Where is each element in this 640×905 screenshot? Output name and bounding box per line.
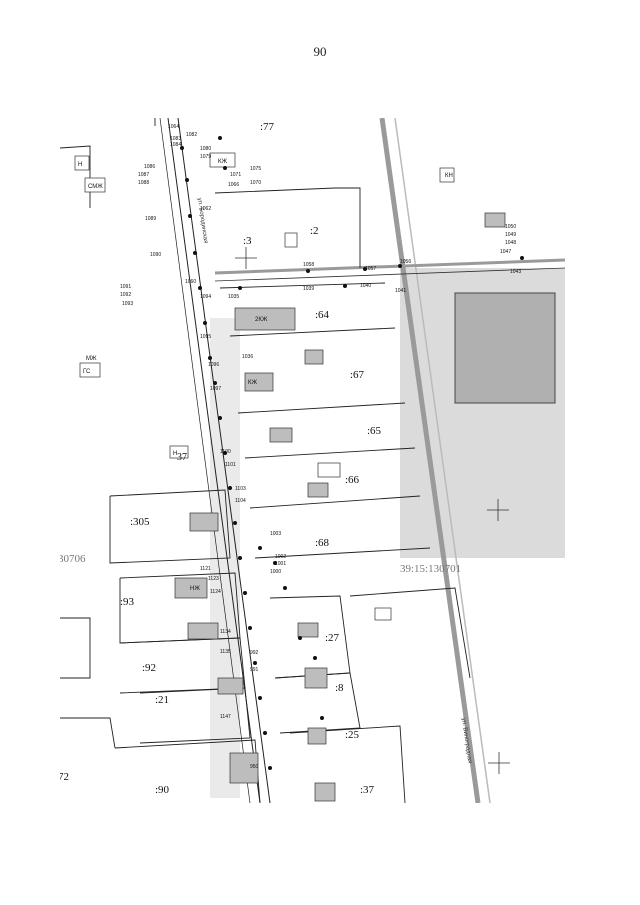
svg-text:1001: 1001 (275, 561, 286, 567)
parcel-92: :92 (142, 662, 156, 674)
svg-text:1092: 1092 (120, 292, 131, 298)
svg-text:1104: 1104 (235, 498, 246, 504)
parcel-3: :3 (243, 235, 252, 247)
svg-text:1050: 1050 (505, 224, 516, 230)
svg-text:1123: 1123 (208, 576, 219, 582)
survey-points (180, 136, 524, 770)
grid-crosses (235, 247, 510, 774)
building-code-1: КЖ (218, 159, 227, 165)
grey-building-large (454, 292, 556, 404)
svg-text:950: 950 (250, 764, 259, 770)
parcel-65: :65 (367, 425, 382, 437)
svg-text:1121: 1121 (200, 566, 211, 572)
svg-text:1088: 1088 (138, 180, 149, 186)
svg-text:1041: 1041 (395, 288, 406, 294)
svg-text:1047: 1047 (500, 249, 511, 255)
svg-text:1103: 1103 (235, 486, 246, 492)
building-code-4: 2КЖ (255, 317, 268, 323)
svg-text:991: 991 (250, 667, 259, 673)
parcel-37: :37 (360, 784, 375, 796)
cadastral-left: 30706 (60, 553, 86, 565)
svg-text:1097: 1097 (210, 386, 221, 392)
svg-text:1071: 1071 (230, 172, 241, 178)
svg-text:1135: 1135 (220, 649, 231, 655)
svg-text:1002: 1002 (275, 554, 286, 560)
parcel-21: :21 (155, 694, 169, 706)
building-code-7: МЖ (86, 356, 97, 362)
svg-text:1089: 1089 (145, 216, 156, 222)
parcel-67: :67 (350, 369, 365, 381)
svg-text:1048: 1048 (505, 240, 516, 246)
svg-text:1043: 1043 (510, 269, 521, 275)
road-vinogradnaya (379, 118, 481, 803)
parcel-2: :2 (310, 225, 319, 237)
svg-text:1100: 1100 (220, 449, 231, 455)
svg-text:1080: 1080 (200, 146, 211, 152)
svg-text:1040: 1040 (360, 283, 371, 289)
road-side (394, 118, 491, 803)
svg-text:1095: 1095 (200, 334, 211, 340)
svg-text:1000: 1000 (270, 569, 281, 575)
parcel-27: :27 (325, 632, 340, 644)
parcel-8: :8 (335, 682, 344, 694)
page-number: 90 (313, 44, 327, 59)
parcel-90: :90 (155, 784, 170, 796)
svg-text:1134: 1134 (220, 629, 231, 635)
svg-text:1035: 1035 (228, 294, 239, 300)
svg-text:1036: 1036 (242, 354, 253, 360)
svg-text:1084: 1084 (170, 142, 181, 148)
parcel-66: :66 (345, 474, 360, 486)
parcel-72: 72 (60, 771, 69, 783)
building-code-3: Н (78, 162, 82, 168)
building-code-5: Н (173, 451, 177, 457)
parcel-37-plain: 37 (177, 452, 187, 463)
svg-text:1058: 1058 (303, 262, 314, 268)
svg-text:1101: 1101 (225, 462, 236, 468)
svg-text:992: 992 (250, 650, 259, 656)
cadastral-map: :77 :3 :2 :64 :67 :65 :66 :68 :305 :93 :… (60, 118, 565, 803)
parcel-305: :305 (130, 516, 150, 528)
svg-text:1039: 1039 (303, 286, 314, 292)
svg-text:1049: 1049 (505, 232, 516, 238)
building-code-6: КЖ (248, 380, 257, 386)
svg-text:1147: 1147 (220, 714, 231, 720)
svg-text:1066: 1066 (228, 182, 239, 188)
svg-text:1090: 1090 (150, 252, 161, 258)
svg-text:1096: 1096 (208, 362, 219, 368)
svg-text:1060: 1060 (185, 279, 196, 285)
svg-text:1086: 1086 (144, 164, 155, 170)
street-name-left: ул. Бородинская (196, 197, 208, 243)
svg-text:1057: 1057 (365, 266, 376, 272)
road-horizontal-edge (214, 267, 565, 282)
svg-text:1075: 1075 (250, 166, 261, 172)
svg-text:1079: 1079 (200, 154, 211, 160)
road-horizontal (214, 258, 565, 275)
parcel-25: :25 (345, 729, 360, 741)
svg-text:1082: 1082 (186, 132, 197, 138)
svg-text:1094: 1094 (200, 294, 211, 300)
building-code-2: СМЖ (88, 184, 103, 190)
svg-text:1087: 1087 (138, 172, 149, 178)
point-labels: 1082 1083 1084 1080 1079 1086 1087 1088 … (120, 124, 521, 770)
svg-text:1093: 1093 (122, 301, 133, 307)
svg-text:1064: 1064 (168, 124, 179, 130)
svg-text:1083: 1083 (170, 136, 181, 142)
svg-text:1070: 1070 (250, 180, 261, 186)
building-code-8: ГС (83, 369, 91, 375)
cadastral-right: 39:15:130701 (400, 563, 461, 575)
building-code-9: КН (445, 173, 453, 179)
street-line-2 (177, 118, 271, 803)
buildings (74, 152, 506, 802)
svg-text:1124: 1124 (210, 589, 221, 595)
svg-text:1056: 1056 (400, 259, 411, 265)
building-code-10: НЖ (190, 586, 200, 592)
svg-text:1091: 1091 (120, 284, 131, 290)
parcel-77: :77 (260, 121, 275, 133)
parcel-64: :64 (315, 309, 330, 321)
parcel-93: :93 (120, 596, 135, 608)
svg-text:1003: 1003 (270, 531, 281, 537)
svg-text:1062: 1062 (200, 206, 211, 212)
parcel-68: :68 (315, 537, 330, 549)
